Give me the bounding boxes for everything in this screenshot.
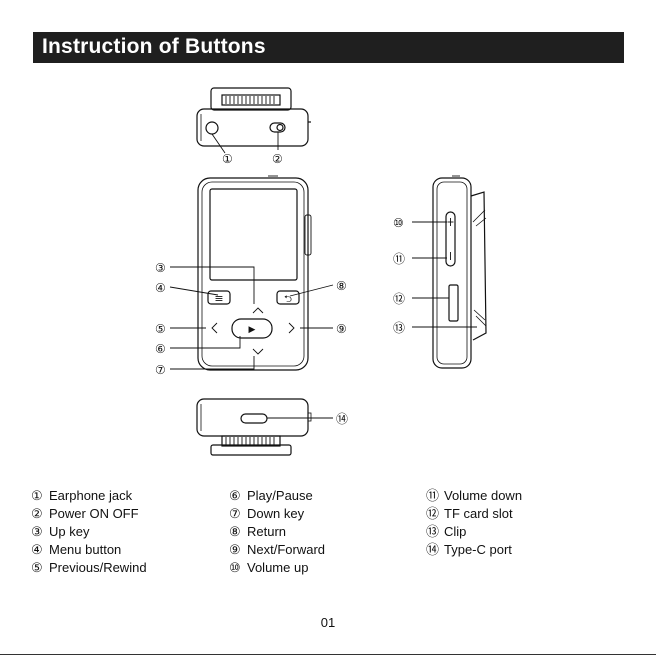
play-icon: ▶: [249, 325, 256, 335]
legend-label: Next/Forward: [247, 542, 325, 557]
side-view: [412, 176, 486, 368]
legend-num: ①: [31, 487, 49, 505]
callout-2: ②: [272, 152, 283, 166]
menu-icon: ≡: [214, 292, 223, 305]
legend-label: TF card slot: [444, 506, 513, 521]
callout-9: ⑨: [336, 322, 347, 336]
legend-num: ⑭: [426, 541, 444, 559]
leader-1: [212, 134, 225, 153]
side-body-inner: [437, 182, 467, 364]
leader-3: [170, 267, 254, 304]
callout-14: ⑭: [336, 412, 348, 426]
legend-label: Down key: [247, 506, 304, 521]
leader-6: [170, 336, 240, 348]
side-body-outer: [433, 178, 471, 368]
front-view: [170, 176, 333, 370]
leader-7: [170, 356, 254, 369]
legend-label: Type-C port: [444, 542, 512, 557]
legend-num: ⑩: [229, 559, 247, 577]
legend-num: ②: [31, 505, 49, 523]
legend-label: Volume up: [247, 560, 308, 575]
next-arrow-shape: [289, 323, 294, 333]
legend-num: ⑤: [31, 559, 49, 577]
legend-label: Earphone jack: [49, 488, 132, 503]
callout-10: ⑩: [393, 216, 404, 230]
legend-num: ⑬: [426, 523, 444, 541]
bottom-body: [197, 399, 308, 436]
clip-shape: [471, 192, 486, 340]
clip-detail-bottom: [474, 310, 486, 326]
callout-4: ④: [155, 281, 166, 295]
type-c-port-shape: [241, 414, 267, 423]
legend-num: ⑥: [229, 487, 247, 505]
legend-label: Up key: [49, 524, 89, 539]
legend-label: Return: [247, 524, 286, 539]
callout-7: ⑦: [155, 363, 166, 377]
legend-label: Menu button: [49, 542, 121, 557]
power-switch-knob: [277, 125, 283, 131]
earphone-jack-shape: [206, 122, 218, 134]
legend-item: ④Menu button: [31, 541, 147, 559]
callout-5: ⑤: [155, 322, 166, 336]
page-number: 01: [0, 615, 656, 630]
top-clip-ridge: [222, 95, 280, 105]
up-arrow-shape: [253, 308, 263, 313]
legend-label: Clip: [444, 524, 466, 539]
top-view: [197, 88, 311, 153]
legend-num: ④: [31, 541, 49, 559]
legend-num: ⑧: [229, 523, 247, 541]
callout-1: ①: [222, 152, 233, 166]
callout-8: ⑧: [336, 279, 347, 293]
top-clip-teeth: [226, 96, 274, 104]
legend-label: Play/Pause: [247, 488, 313, 503]
return-icon: ⮌: [284, 294, 292, 305]
top-clip-base: [211, 88, 291, 110]
callout-12: ⑫: [393, 292, 405, 306]
callout-6: ⑥: [155, 342, 166, 356]
front-body-outer: [198, 178, 308, 370]
callout-11: ⑪: [393, 252, 405, 266]
legend-num: ⑦: [229, 505, 247, 523]
bottom-clip-teeth: [226, 437, 274, 445]
legend-num: ⑫: [426, 505, 444, 523]
bottom-divider: [0, 654, 656, 655]
legend-label: Volume down: [444, 488, 522, 503]
down-arrow-shape: [253, 349, 263, 354]
tf-slot-shape: [449, 285, 458, 321]
callout-3: ③: [155, 261, 166, 275]
legend-item: ⑩Volume up: [229, 559, 325, 577]
prev-arrow-shape: [212, 323, 217, 333]
legend-num: ⑪: [426, 487, 444, 505]
legend-label: Previous/Rewind: [49, 560, 147, 575]
legend-num: ⑨: [229, 541, 247, 559]
screen: [210, 189, 297, 280]
top-body: [197, 109, 308, 146]
legend-label: Power ON OFF: [49, 506, 139, 521]
callout-13: ⑬: [393, 321, 405, 335]
bottom-view: [197, 399, 333, 455]
legend-num: ③: [31, 523, 49, 541]
